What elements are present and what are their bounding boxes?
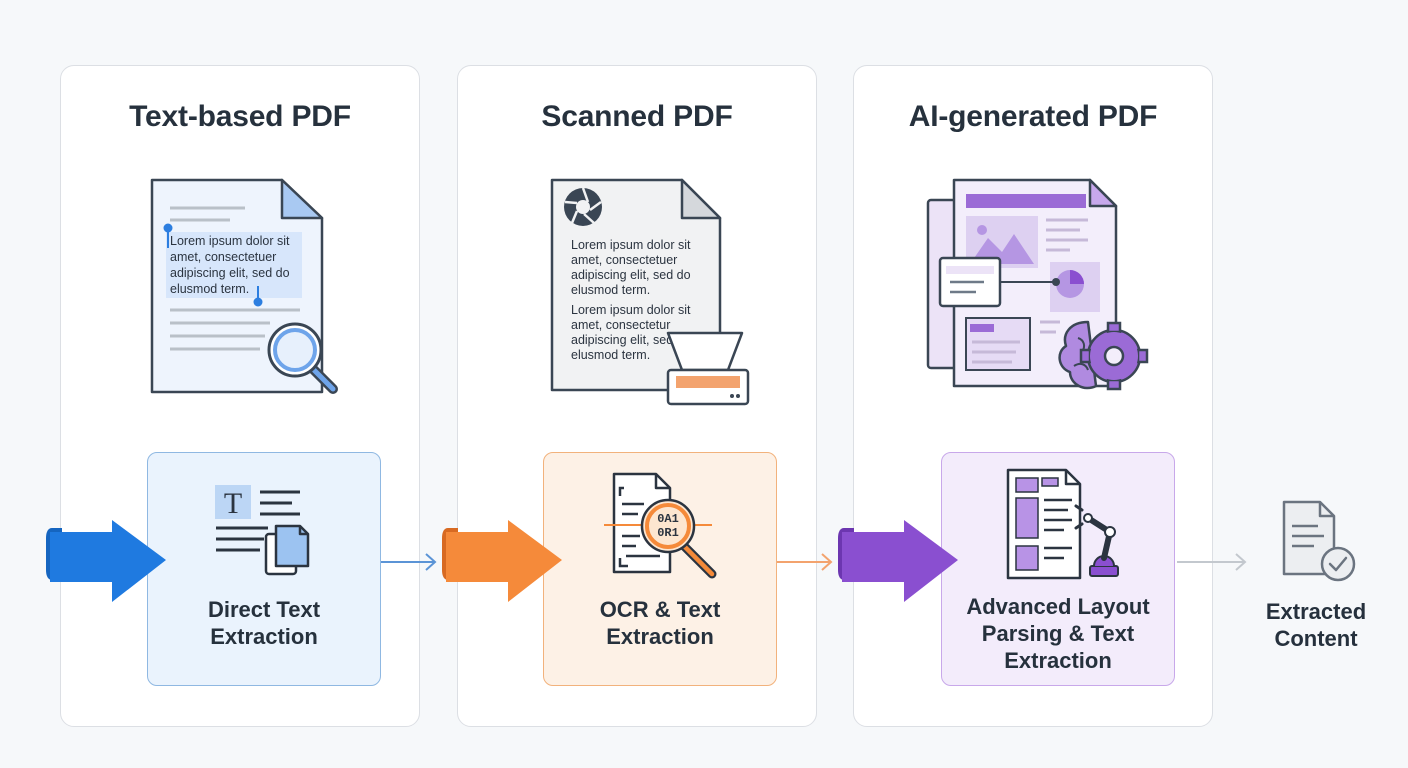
ocr-glyph: 0A1 [657, 512, 679, 526]
sample-text-line: amet, consectetuer [571, 253, 677, 267]
brain-gear-icon [1058, 320, 1149, 391]
text-pdf-document-icon: Lorem ipsum dolor sit amet, consectetuer… [150, 178, 338, 394]
sample-text-line: elusmod term. [170, 282, 249, 296]
ai-pdf-document-icon [926, 178, 1149, 391]
camera-aperture-icon [564, 187, 602, 226]
connector-arrow-orange [777, 553, 833, 571]
connector-arrow-gray [1177, 553, 1247, 571]
method-label-direct-text: Direct Text Extraction [207, 597, 321, 649]
sample-text-line: Lorem ipsum dolor sit [571, 238, 691, 252]
sample-text-line: elusmod term. [571, 348, 650, 362]
document-check-icon [1282, 500, 1356, 582]
input-arrow-purple [838, 520, 958, 602]
scanner-icon [666, 331, 750, 406]
sample-text-line: elusmod term. [571, 283, 650, 297]
input-arrow-blue [46, 520, 166, 602]
sample-text-line: amet, consectetuer [170, 250, 276, 264]
method-label-ocr: OCR & Text Extraction [599, 597, 721, 649]
panel-title: Scanned PDF [541, 100, 733, 133]
panel-title: Text-based PDF [129, 100, 351, 133]
sample-text-line: Lorem ipsum dolor sit [170, 234, 290, 248]
panel-title: AI-generated PDF [908, 100, 1158, 133]
ocr-scan-icon: 0A1 0R1 [604, 472, 717, 579]
sample-text-line: adipiscing elit, sed do [170, 266, 290, 280]
method-label-layout-parsing: Advanced Layout Parsing & Text Extractio… [966, 594, 1150, 673]
text-glyph: T [224, 487, 242, 520]
sample-text-line: adipiscing elit, sed do [571, 268, 691, 282]
magnifier-icon [267, 322, 338, 394]
text-extract-icon: T [215, 485, 310, 576]
scanned-pdf-document-icon: Lorem ipsum dolor sit amet, consectetuer… [550, 178, 750, 406]
ocr-glyph: 0R1 [657, 526, 679, 540]
layout-parsing-robot-icon [1006, 468, 1119, 580]
input-arrow-orange [442, 520, 562, 602]
extracted-content-label: Extracted Content [1265, 599, 1367, 651]
sample-text-line: adipiscing elit, sed [571, 333, 673, 347]
connector-arrow-blue [381, 553, 437, 571]
robot-arm-icon [1074, 504, 1119, 577]
sample-text-line: Lorem ipsum dolor sit [571, 303, 691, 317]
sample-text-line: amet, consectetur [571, 318, 670, 332]
